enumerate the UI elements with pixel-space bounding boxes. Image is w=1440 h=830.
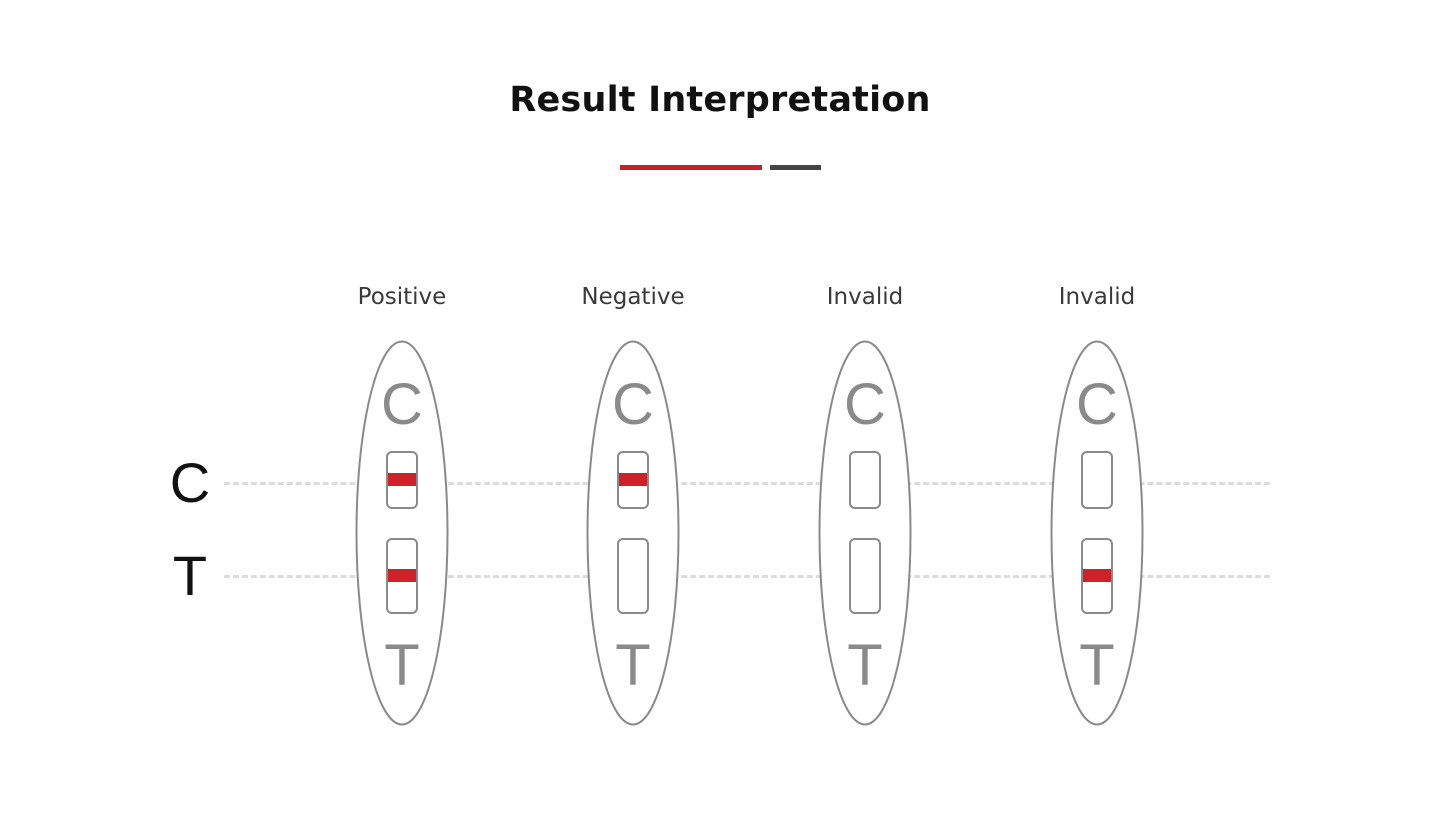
- strip-test-mark: T: [615, 633, 651, 698]
- strip-outline: [1050, 340, 1144, 726]
- strip-control-mark: C: [381, 372, 423, 437]
- strip-label: Invalid: [826, 284, 904, 310]
- control-line-guide: [224, 482, 1270, 485]
- test-window: [1081, 538, 1113, 614]
- strip-cassette: C T: [586, 340, 680, 726]
- title-divider-accent: [620, 165, 762, 170]
- strip-outline: [355, 340, 449, 726]
- test-window: [849, 538, 881, 614]
- strip-test-mark: T: [384, 633, 420, 698]
- strip-test-mark: T: [847, 633, 883, 698]
- control-window: [849, 451, 881, 509]
- strip-cassette: C T: [1050, 340, 1144, 726]
- control-band: [388, 473, 416, 486]
- test-band: [388, 569, 416, 582]
- test-strip-negative: Negative C T: [581, 284, 685, 728]
- title-divider-secondary: [770, 165, 821, 170]
- test-band: [1083, 569, 1111, 582]
- control-window: [617, 451, 649, 509]
- strip-outline: [818, 340, 912, 726]
- test-strip-invalid-test-only: Invalid C T: [1050, 284, 1144, 728]
- control-row-label: C: [169, 451, 211, 514]
- control-window: [386, 451, 418, 509]
- control-band: [619, 473, 647, 486]
- test-strip-positive: Positive C T: [355, 284, 449, 728]
- page-title: Result Interpretation: [509, 80, 931, 120]
- strip-cassette: C T: [818, 340, 912, 726]
- test-window: [386, 538, 418, 614]
- strip-label: Invalid: [1058, 284, 1136, 310]
- strip-label: Positive: [357, 284, 447, 310]
- test-strip-invalid-no-lines: Invalid C T: [818, 284, 912, 728]
- test-line-guide: [224, 575, 1270, 578]
- control-window: [1081, 451, 1113, 509]
- strip-outline: [586, 340, 680, 726]
- strip-test-mark: T: [1079, 633, 1115, 698]
- strip-control-mark: C: [612, 372, 654, 437]
- strip-label: Negative: [581, 284, 685, 310]
- test-window: [617, 538, 649, 614]
- strip-control-mark: C: [844, 372, 886, 437]
- strip-control-mark: C: [1076, 372, 1118, 437]
- test-row-label: T: [172, 544, 208, 607]
- strip-cassette: C T: [355, 340, 449, 726]
